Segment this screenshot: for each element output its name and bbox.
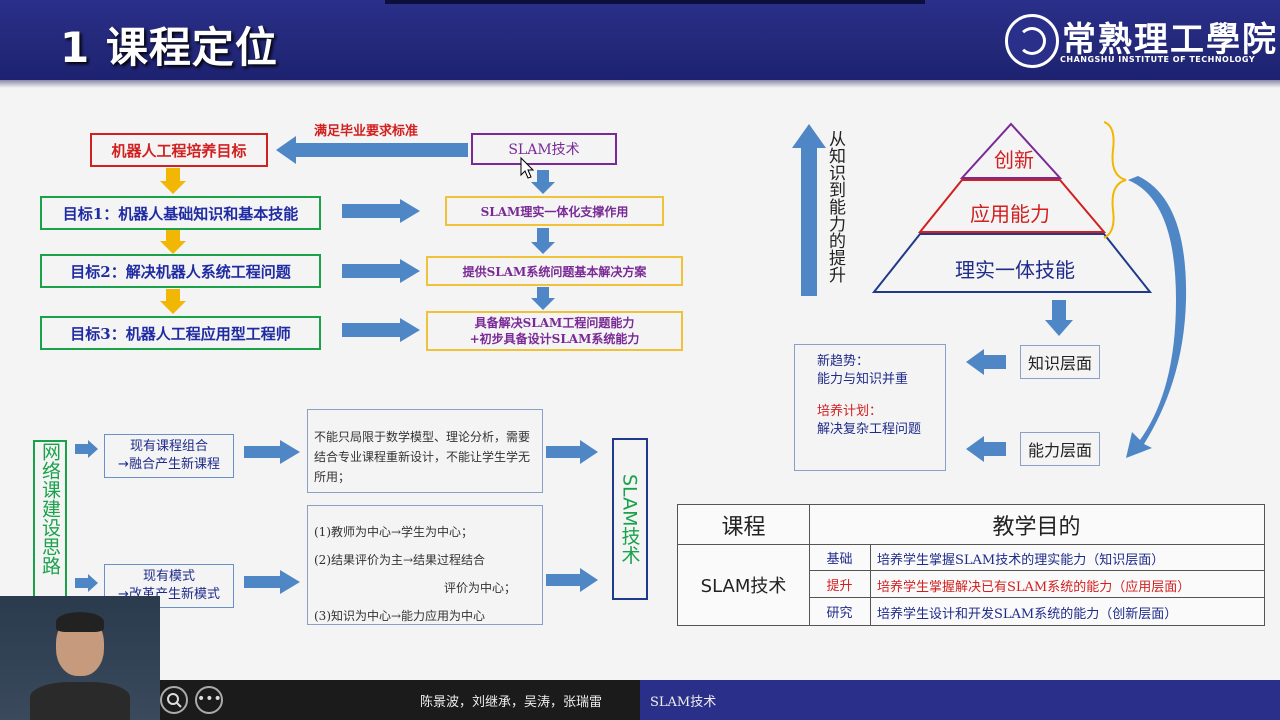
school-name-en: CHANGSHU INSTITUTE OF TECHNOLOGY	[1060, 55, 1256, 64]
blue-down-arrow-1	[531, 170, 555, 194]
pyramid-base	[871, 233, 1153, 293]
row-text-basic: 培养学生掌握SLAM技术的理实能力（知识层面）	[871, 544, 1264, 571]
pyramid-top-label: 创新	[994, 148, 1034, 172]
row-level-research: 研究	[809, 598, 871, 625]
row-text-research: 培养学生设计和开发SLAM系统的能力（创新层面）	[877, 607, 1178, 622]
small-arrow-1	[75, 440, 98, 458]
pyramid-top	[959, 122, 1063, 179]
plan-title: 培养计划：	[817, 404, 883, 419]
desc-box: 不能只局限于数学模型、理论分析，需要结合专业课程重新设计，不能让学生学无所用；	[307, 409, 543, 493]
left-arrow-ability	[966, 436, 1006, 462]
webcam-overlay	[0, 596, 160, 720]
trend-title: 新趋势：	[817, 354, 870, 369]
goal3-box: 目标3：机器人工程应用型工程师	[40, 316, 321, 350]
mid-arrow-1	[244, 440, 300, 464]
satisfy-label: 满足毕业要求标准	[314, 124, 419, 139]
mode-box: (1)教师为中心→学生为中心； (2)结果评价为主→结果过程结合 评价为中心； …	[307, 505, 543, 625]
up-arrow	[792, 124, 826, 296]
plan-text: 解决复杂工程问题	[817, 422, 922, 437]
blue-down-arrow-2	[531, 228, 555, 254]
magnifier-icon	[167, 693, 182, 708]
existing-mode-line1: 现有模式	[142, 569, 195, 584]
slam3-line2: +初步具备设计SLAM系统能力	[469, 332, 640, 346]
side-vertical-text: 从知识到能力的提升	[825, 130, 845, 283]
network-vertical-title: 网络课建设思路	[39, 442, 61, 575]
mouse-cursor-icon	[520, 156, 535, 179]
row-level-improve: 提升	[809, 571, 871, 598]
mid-arrow-4	[546, 568, 598, 592]
trend-text: 能力与知识并重	[817, 372, 909, 387]
existing-course-box: 现有课程组合 →融合产生新课程	[104, 434, 234, 478]
pyramid-brace	[1103, 121, 1127, 239]
existing-course-line2: →融合产生新课程	[118, 457, 220, 472]
mode-line2b: 评价为中心；	[444, 581, 517, 595]
yellow-arrow-1	[160, 168, 186, 194]
slam1-box: SLAM理实一体化支撑作用	[445, 196, 664, 226]
right-arrow-goal3	[342, 318, 420, 342]
table-rows: 基础 培养学生掌握SLAM技术的理实能力（知识层面） 提升 培养学生掌握解决已有…	[809, 544, 1264, 625]
player-bar-tag-area	[640, 680, 1280, 720]
arrow-satisfy	[276, 136, 468, 164]
yellow-arrow-2	[160, 230, 186, 254]
slam-vertical-wrap: SLAM技术	[612, 440, 648, 598]
slam-vertical-box	[612, 438, 648, 600]
pyramid-mid	[917, 179, 1107, 233]
zoom-button[interactable]	[160, 686, 188, 714]
slam3-line1: 具备解决SLAM工程问题能力	[474, 316, 635, 330]
more-button[interactable]: •••	[195, 686, 223, 714]
slide-title: 1 课程定位	[60, 23, 278, 72]
right-arrow-goal2	[342, 259, 420, 283]
slam3-box: 具备解决SLAM工程问题能力 +初步具备设计SLAM系统能力	[426, 311, 683, 351]
mode-line1: (1)教师为中心→学生为中心；	[314, 525, 474, 539]
ability-level-box: 能力层面	[1020, 432, 1100, 466]
video-top-strip	[385, 0, 925, 4]
course-tag: SLAM技术	[650, 695, 717, 710]
trend-box: 新趋势： 能力与知识并重 培养计划： 解决复杂工程问题	[794, 344, 946, 471]
more-dots-icon: •••	[197, 691, 222, 707]
small-arrow-2	[75, 574, 98, 592]
logo-inner-ring	[1018, 27, 1046, 55]
authors-label: 陈景波，刘继承，吴涛，张瑞雷	[420, 695, 603, 710]
pyramid-base-label: 理实一体技能	[955, 258, 1075, 282]
teaching-table: 课程 教学目的 SLAM技术 基础 培养学生掌握SLAM技术的理实能力（知识层面…	[677, 504, 1265, 626]
row-level-basic: 基础	[809, 544, 871, 571]
header-shadow	[0, 80, 1280, 88]
mode-line3: (3)知识为中心→能力应用为中心	[314, 609, 486, 623]
yellow-arrow-3	[160, 289, 186, 314]
mode-line2: (2)结果评价为主→结果过程结合	[314, 553, 486, 567]
goal1-box: 目标1：机器人基础知识和基本技能	[40, 196, 321, 230]
presenter-hair	[56, 612, 104, 632]
table-header-purpose: 教学目的	[809, 505, 1264, 545]
pyramid-mid-label: 应用能力	[970, 202, 1050, 226]
goal2-box: 目标2：解决机器人系统工程问题	[40, 254, 321, 288]
blue-down-arrow-3	[531, 287, 555, 310]
pyramid-down-arrow	[1045, 300, 1073, 336]
mid-arrow-2	[244, 570, 300, 594]
goal-main-box: 机器人工程培养目标	[90, 133, 268, 167]
school-name-cn: 常熟理工學院	[1062, 20, 1278, 60]
slide-header	[0, 0, 1280, 80]
right-arrow-goal1	[342, 199, 420, 223]
slam2-box: 提供SLAM系统问题基本解决方案	[426, 256, 683, 286]
knowledge-level-box: 知识层面	[1020, 345, 1100, 379]
slam-vertical-text: SLAM技术	[618, 473, 641, 565]
curved-arrow	[1126, 176, 1187, 458]
slam-top-box: SLAM技术	[471, 133, 617, 165]
table-course-name: SLAM技术	[678, 544, 810, 625]
row-text-improve: 培养学生掌握解决已有SLAM系统的能力（应用层面）	[871, 571, 1264, 598]
left-arrow-knowledge	[966, 349, 1006, 375]
mid-arrow-3	[546, 440, 598, 464]
presenter-body	[30, 682, 130, 720]
existing-course-line1: 现有课程组合	[129, 439, 208, 454]
table-header-course: 课程	[678, 505, 810, 545]
